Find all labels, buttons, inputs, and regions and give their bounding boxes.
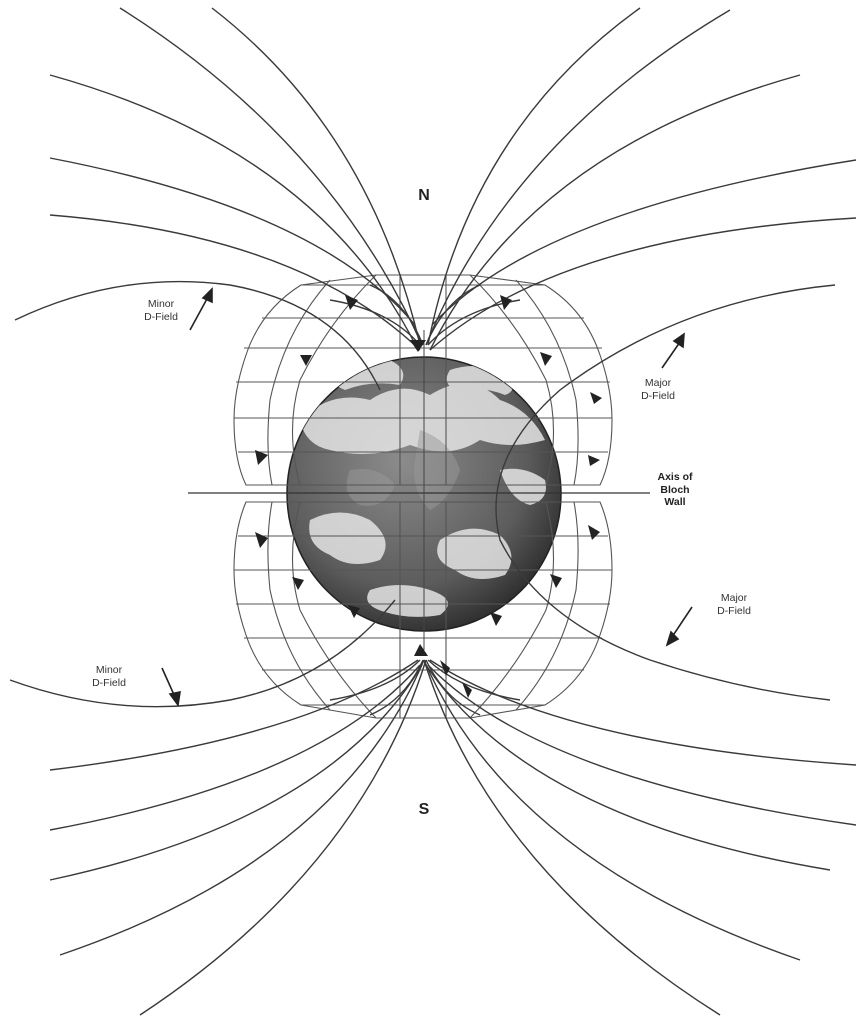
north-pole-label: N <box>418 187 430 204</box>
minor-d-field-upper-label: Minor D-Field <box>126 298 196 323</box>
major-d-field-upper-label: Major D-Field <box>620 377 696 402</box>
major-lower-line1: Major <box>720 592 748 604</box>
axis-line3: Wall <box>664 496 686 509</box>
major-upper-line2: D-Field <box>641 389 675 402</box>
label-arrows <box>161 287 693 708</box>
minor-d-field-lower-label: Minor D-Field <box>74 664 144 689</box>
field-arrowheads <box>255 295 602 698</box>
minor-lower-line1: Minor <box>95 664 123 676</box>
minor-upper-line1: Minor <box>147 298 175 310</box>
toroidal-grid <box>233 274 613 719</box>
axis-line2: Bloch <box>660 483 690 496</box>
major-d-field-lower-label: Major D-Field <box>696 592 772 617</box>
major-upper-line1: Major <box>644 377 672 389</box>
minor-lower-line2: D-Field <box>92 676 126 689</box>
axis-line1: Axis of <box>657 471 693 483</box>
field-lines <box>9 7 856 1016</box>
south-pole-label: S <box>418 801 430 818</box>
minor-upper-line2: D-Field <box>144 310 178 323</box>
major-lower-line2: D-Field <box>717 604 751 617</box>
axis-of-bloch-wall-label: Axis of Bloch Wall <box>640 471 710 509</box>
